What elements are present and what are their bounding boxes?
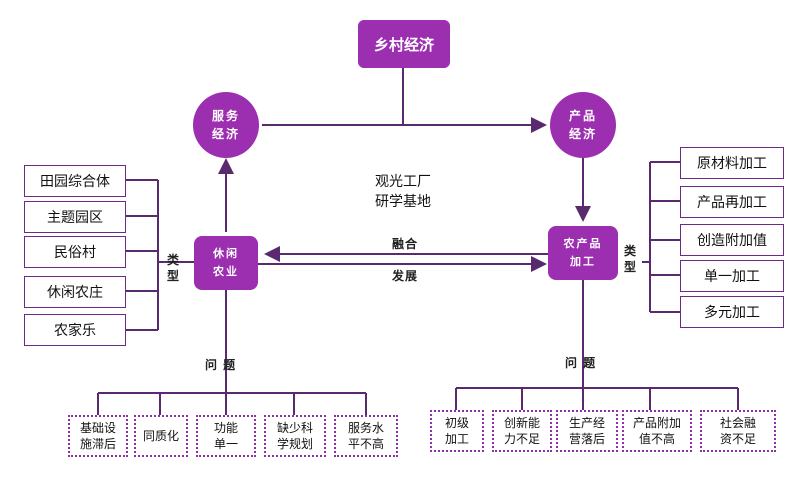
problem-label-right: 问 题: [565, 356, 597, 370]
leisure-problem-box: 缺少科 学规划: [264, 415, 326, 457]
leisure-problem-box: 同质化: [134, 415, 188, 457]
processing-problem-box: 生产经 营落后: [556, 410, 618, 452]
leisure-type-box: 休闲农庄: [24, 276, 126, 308]
product-economy-node: 产品 经济: [550, 92, 616, 158]
processing-problem-box: 创新能 力不足: [492, 410, 552, 452]
processing-type-box: 原材料加工: [680, 147, 784, 179]
processing-problem-box: 初级 加工: [430, 410, 484, 452]
processing-problem-box: 产品附加 值不高: [622, 410, 692, 452]
leisure-problem-box: 服务水 平不高: [334, 415, 398, 457]
processing-type-box: 多元加工: [680, 296, 784, 328]
processing-type-box: 单一加工: [680, 260, 784, 292]
development-label: 发展: [392, 269, 419, 283]
leisure-type-box: 民俗村: [24, 236, 126, 268]
processing-problem-box: 社会融 资不足: [700, 410, 776, 452]
fusion-label: 融合: [392, 237, 419, 251]
leisure-agriculture-node: 休闲 农业: [194, 236, 258, 290]
center-note: 观光工厂 研学基地: [375, 174, 431, 210]
service-economy-node: 服务 经济: [193, 92, 259, 158]
type-label-right: 类 型: [624, 244, 638, 274]
processing-type-box: 产品再加工: [680, 186, 784, 218]
rural-economy-box: 乡村经济: [358, 20, 450, 68]
processing-type-box: 创造附加值: [680, 224, 784, 256]
leisure-type-box: 主题园区: [24, 201, 126, 233]
leisure-problem-box: 基础设 施滞后: [68, 415, 128, 457]
type-label-left: 类 型: [167, 253, 181, 283]
leisure-problem-box: 功能 单一: [196, 415, 256, 457]
leisure-type-box: 田园综合体: [24, 165, 126, 197]
agri-processing-node: 农产品 加工: [548, 226, 618, 280]
leisure-type-box: 农家乐: [24, 314, 126, 346]
problem-label-left: 问 题: [205, 358, 237, 372]
